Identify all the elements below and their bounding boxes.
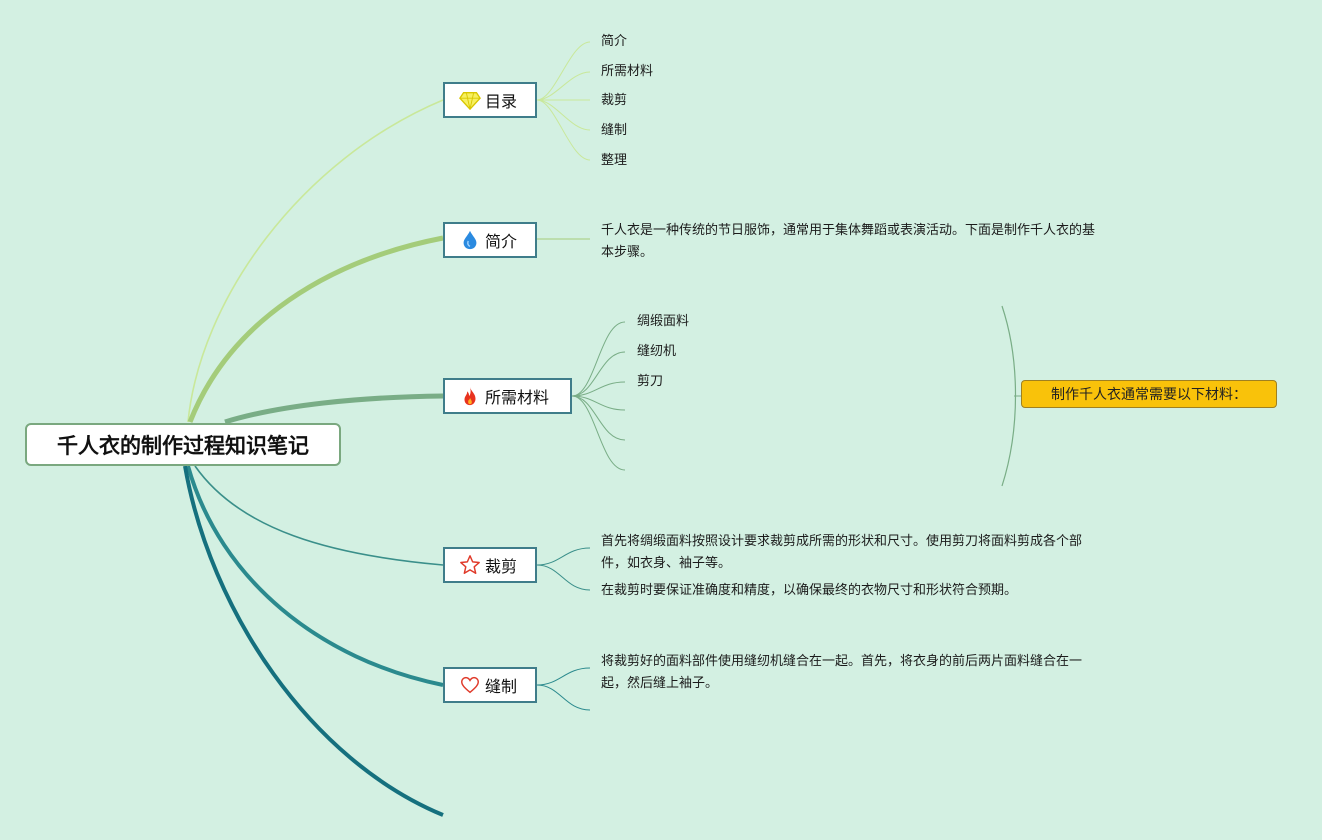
branch-finish [183, 465, 444, 817]
branch-intro [187, 235, 444, 423]
topic-materials[interactable]: 所需材料 [443, 378, 572, 414]
materials-summary[interactable]: 制作千人衣通常需要以下材料： [1021, 380, 1277, 408]
branch-cutting [194, 465, 444, 566]
sewing-child-lines [536, 667, 591, 711]
topic-toc-label: 目录 [485, 92, 518, 111]
heart-icon [461, 676, 479, 694]
branch-lines [183, 41, 1021, 817]
materials-item[interactable]: 绸缎面料 [637, 314, 690, 329]
cutting-text[interactable]: 在裁剪时要保证准确度和精度，以确保最终的衣物尺寸和形状符合预期。 [601, 583, 1018, 598]
topic-toc[interactable]: 目录 [443, 82, 537, 118]
diamond-icon [459, 91, 481, 111]
materials-child-lines [571, 321, 626, 471]
topic-sewing[interactable]: 缝制 [443, 667, 537, 703]
cutting-text[interactable]: 首先将绸缎面料按照设计要求裁剪成所需的形状和尺寸。使用剪刀将面料剪成各个部件，如… [601, 534, 1083, 571]
branch-sewing [186, 465, 444, 687]
topic-sewing-label: 缝制 [485, 677, 518, 696]
summary-brace [1001, 305, 1017, 487]
toc-item[interactable]: 整理 [601, 153, 628, 168]
toc-item[interactable]: 简介 [601, 34, 628, 49]
star-icon [460, 555, 480, 574]
topic-materials-label: 所需材料 [485, 388, 550, 407]
root-topic[interactable]: 千人衣的制作过程知识笔记 [25, 423, 341, 466]
water-drop-icon [463, 230, 477, 250]
branch-materials [224, 393, 444, 425]
topic-cutting-label: 裁剪 [485, 557, 518, 576]
intro-text[interactable]: 千人衣是一种传统的节日服饰，通常用于集体舞蹈或表演活动。下面是制作千人衣的基本步… [601, 223, 1096, 260]
materials-item[interactable]: 剪刀 [637, 374, 664, 389]
sewing-text[interactable]: 将裁剪好的面料部件使用缝纫机缝合在一起。首先，将衣身的前后两片面料缝合在一起，然… [601, 654, 1083, 691]
toc-item[interactable]: 缝制 [601, 123, 628, 138]
topic-intro[interactable]: 简介 [443, 222, 537, 258]
materials-item[interactable]: 缝纫机 [637, 344, 677, 359]
toc-child-lines [536, 41, 591, 161]
toc-item[interactable]: 裁剪 [601, 93, 628, 108]
branch-toc [187, 99, 444, 423]
topic-intro-label: 简介 [485, 232, 518, 251]
cutting-child-lines [536, 547, 591, 591]
topic-cutting[interactable]: 裁剪 [443, 547, 537, 583]
toc-item[interactable]: 所需材料 [601, 64, 654, 79]
fire-icon [464, 386, 476, 406]
